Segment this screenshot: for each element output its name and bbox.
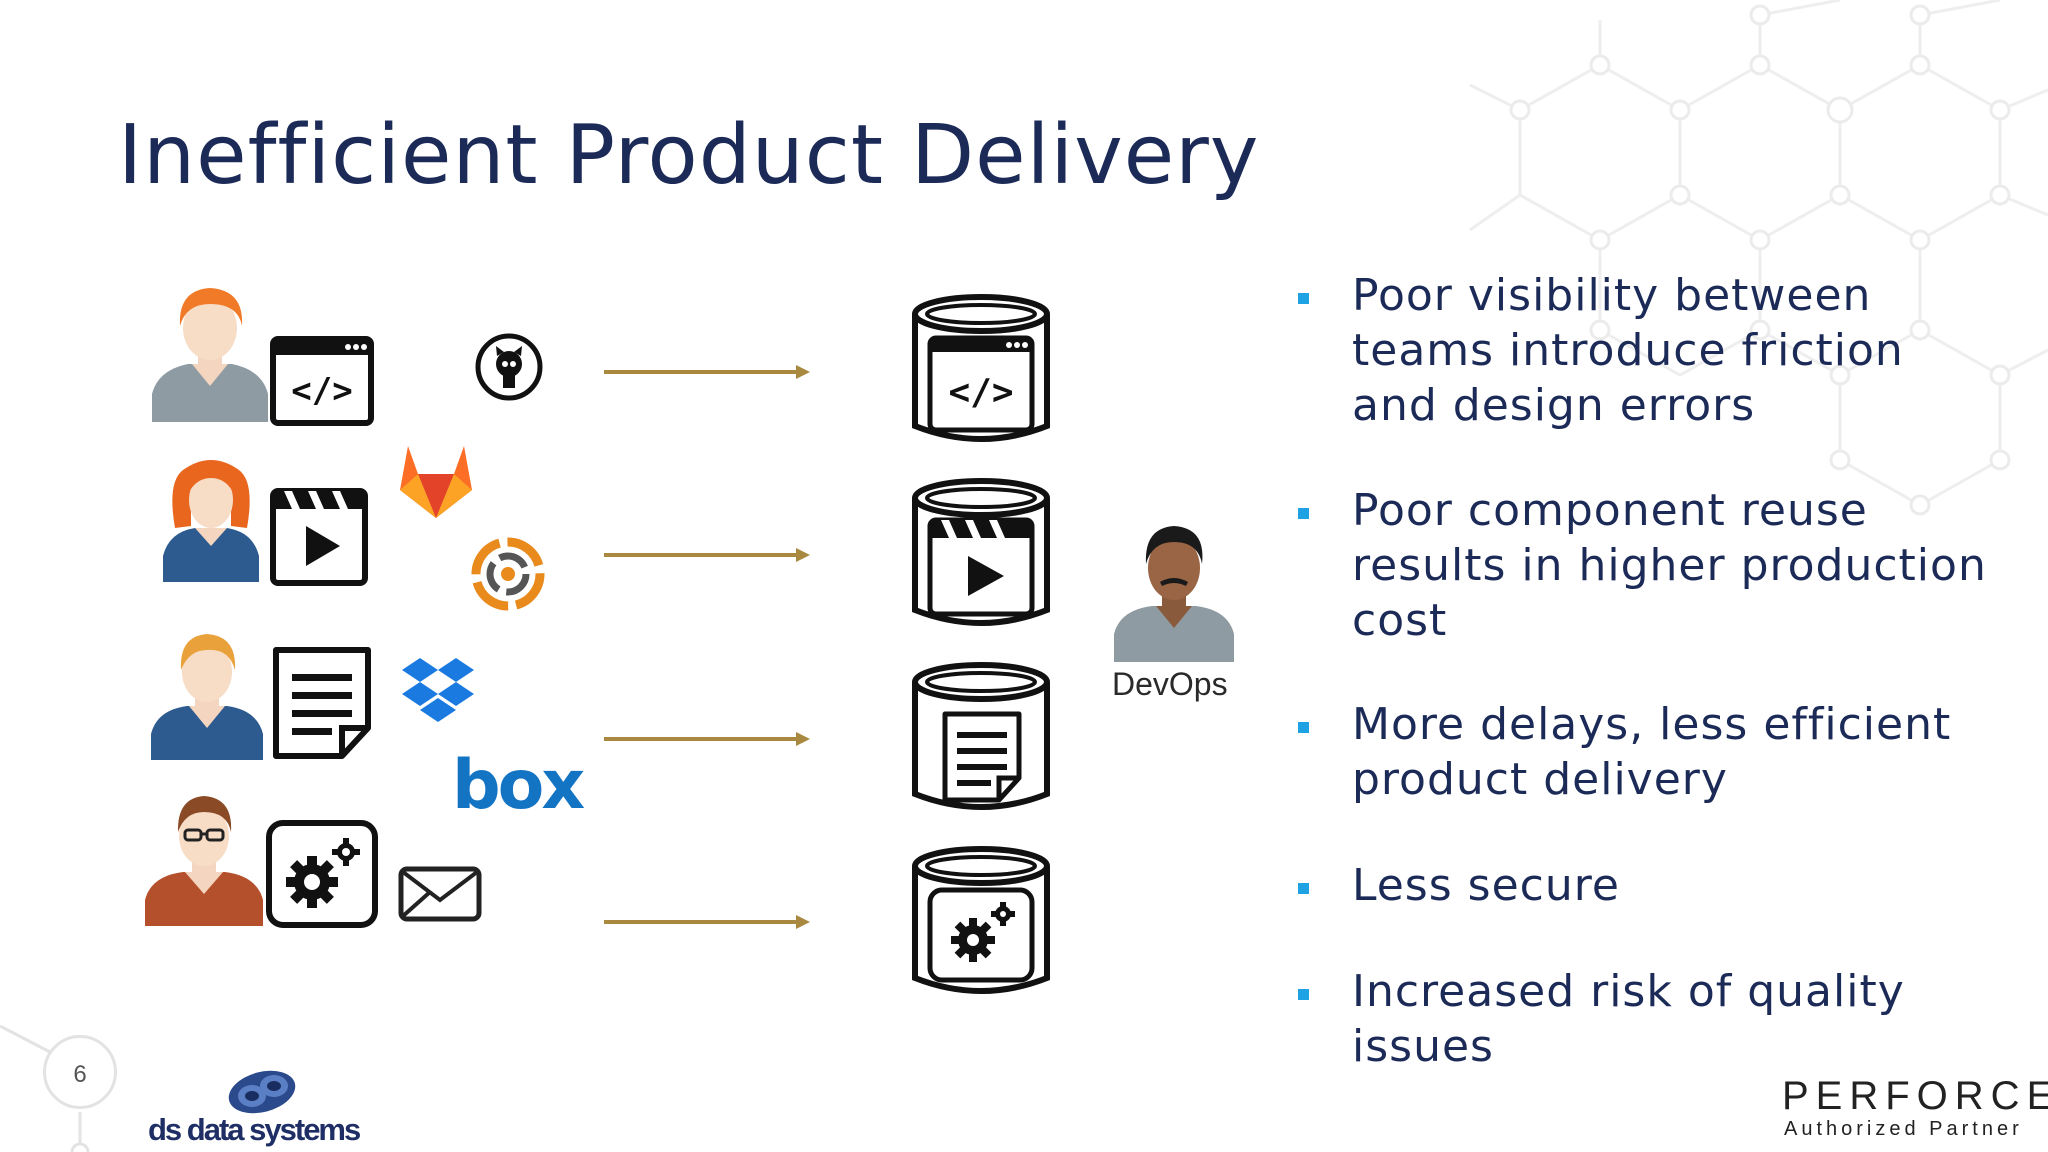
- ds-data-systems-logo-icon: [228, 1070, 296, 1114]
- dropbox-logo-icon: [402, 658, 474, 722]
- bullet-text: Increased risk of quality issues: [1352, 966, 1905, 1072]
- svg-text:</>: </>: [948, 372, 1013, 413]
- email-icon: [398, 866, 482, 922]
- slide-title: Inefficient Product Delivery: [118, 108, 1260, 203]
- video-repository-icon: [912, 478, 1050, 626]
- arrow-row-1: [604, 365, 810, 379]
- gitlab-logo-icon: [400, 446, 472, 518]
- video-creator-avatar-icon: [163, 460, 259, 582]
- devops-avatar-icon: [1114, 526, 1234, 662]
- bullet-item: More delays, less efficient product deli…: [1294, 697, 1994, 807]
- bullet-item: Poor visibility between teams introduce …: [1294, 268, 1994, 433]
- perforce-partner-label: Authorized Partner: [1784, 1118, 2023, 1140]
- bullet-marker: [1298, 508, 1309, 519]
- video-icon: [270, 488, 368, 586]
- slide-number: 6: [43, 1035, 117, 1109]
- code-icon: </>: [270, 336, 374, 426]
- svg-text:</>: </>: [291, 371, 352, 411]
- settings-icon: [266, 820, 378, 928]
- document-icon: [273, 647, 371, 759]
- arrow-row-4: [604, 915, 810, 929]
- arrow-row-3: [604, 732, 810, 746]
- slide-number-decoration: [0, 1024, 90, 1152]
- company-name: ds data systems: [148, 1112, 361, 1147]
- bullet-marker: [1298, 883, 1309, 894]
- code-repository-icon: </>: [912, 294, 1050, 442]
- bullet-text: Poor component reuse results in higher p…: [1352, 485, 1987, 646]
- bullet-marker: [1298, 722, 1309, 733]
- developer-avatar-icon: [152, 288, 268, 422]
- engineer-avatar-icon: [145, 796, 263, 926]
- bullet-marker: [1298, 989, 1309, 1000]
- writer-avatar-icon: [151, 634, 263, 760]
- github-logo-icon: [475, 333, 543, 401]
- bullet-item: Less secure: [1294, 858, 1994, 913]
- bullet-item: Increased risk of quality issues: [1294, 964, 1994, 1074]
- box-logo-icon: box: [452, 746, 585, 825]
- devops-label: DevOps: [1112, 666, 1228, 702]
- perforce-logo: PERFORCE: [1782, 1074, 2048, 1118]
- bullet-text: Less secure: [1352, 860, 1620, 911]
- document-repository-icon: [912, 662, 1050, 810]
- bullet-marker: [1298, 293, 1309, 304]
- bullet-text: More delays, less efficient product deli…: [1352, 699, 1952, 805]
- settings-repository-icon: [912, 846, 1050, 994]
- circleci-logo-icon: [471, 537, 545, 611]
- bullet-text: Poor visibility between teams introduce …: [1352, 270, 1904, 431]
- arrow-row-2: [604, 548, 810, 562]
- bullet-item: Poor component reuse results in higher p…: [1294, 483, 1994, 648]
